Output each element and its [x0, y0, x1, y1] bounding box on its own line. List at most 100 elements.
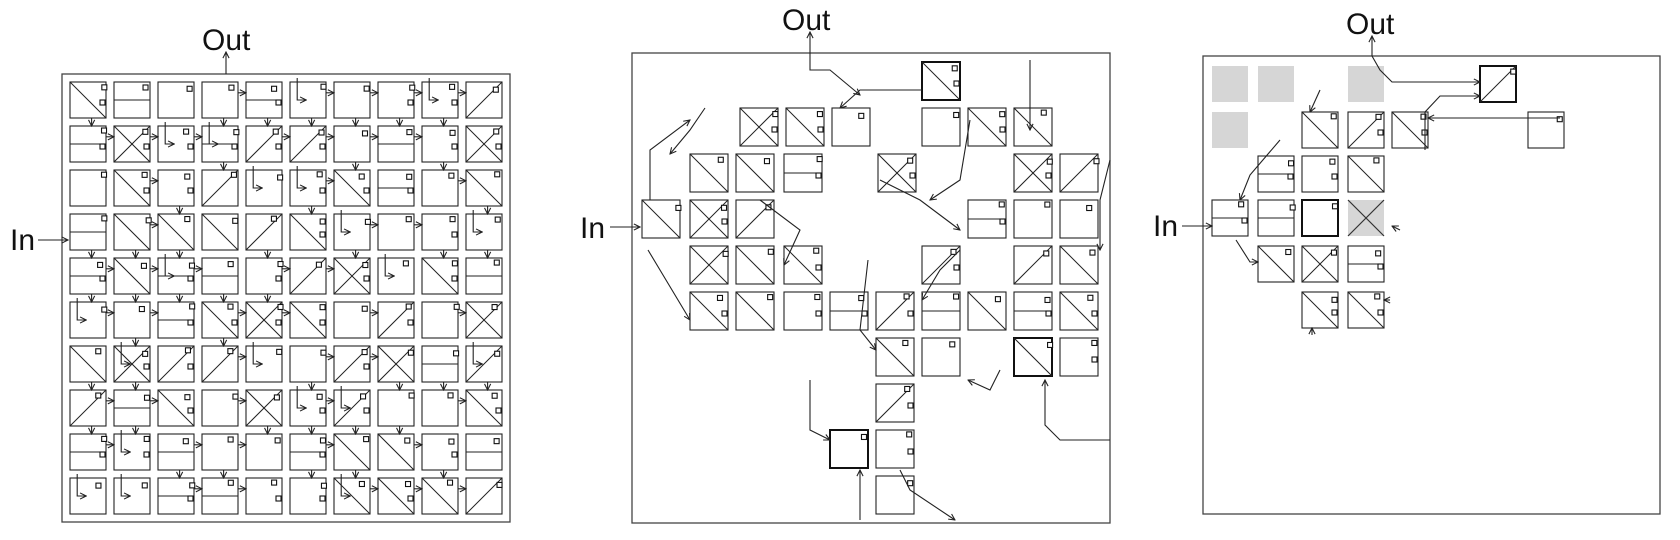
- switch-cell: [465, 389, 503, 427]
- switch-cell: [465, 169, 503, 207]
- switch-cell: [201, 257, 239, 295]
- port: [449, 83, 456, 90]
- switch-cell: [113, 389, 151, 427]
- switch-cell: [1527, 111, 1565, 149]
- port: [1420, 113, 1427, 120]
- switch-cell: [113, 169, 151, 207]
- port: [320, 349, 327, 356]
- port: [363, 407, 370, 414]
- switch-cell: [113, 125, 151, 163]
- switch-cell: [377, 213, 415, 251]
- port: [816, 111, 823, 118]
- switch-cell: [157, 301, 196, 339]
- cell-box: [245, 169, 283, 207]
- wire: [1371, 55, 1480, 82]
- panel-frame: [61, 73, 511, 523]
- port: [101, 306, 108, 313]
- switch-cell: [377, 169, 415, 207]
- port: [101, 215, 108, 222]
- port: [494, 216, 501, 223]
- switch-cell: [921, 107, 961, 147]
- cross-connection: [69, 81, 107, 119]
- switch-cell: [333, 301, 371, 339]
- port: [143, 363, 150, 370]
- cross-connection: [689, 291, 729, 331]
- port: [1331, 173, 1338, 180]
- port: [1287, 160, 1295, 167]
- port: [99, 99, 106, 106]
- switch-cell: [69, 213, 108, 251]
- switch-cell: [1301, 291, 1339, 329]
- port: [186, 85, 193, 92]
- wire: [1424, 96, 1480, 150]
- input-label: In: [10, 224, 35, 257]
- switch-cell: [289, 301, 327, 339]
- ghost-layer: [1212, 66, 1385, 237]
- input-label: In: [580, 212, 605, 245]
- port: [903, 293, 910, 300]
- port: [227, 261, 234, 268]
- wire: [120, 342, 130, 364]
- port: [362, 261, 369, 269]
- cell-box: [377, 213, 415, 251]
- switch-cell: [157, 389, 195, 427]
- port: [496, 481, 503, 488]
- cross-connection: [465, 389, 503, 427]
- port: [1377, 309, 1384, 316]
- port: [493, 259, 500, 266]
- switch-cell: [689, 291, 729, 331]
- port: [1331, 309, 1338, 316]
- port: [858, 112, 865, 119]
- port: [1091, 310, 1098, 317]
- switch-cell: [245, 301, 284, 339]
- wire: [340, 474, 350, 496]
- cell-box: [289, 81, 327, 119]
- cross-connection: [69, 345, 107, 383]
- switch-cell: [641, 199, 682, 239]
- switch-cell: [201, 125, 240, 163]
- switch-cell: [421, 345, 460, 383]
- switch-cell: [69, 125, 108, 163]
- switch-cell: [69, 389, 107, 427]
- port: [319, 437, 327, 444]
- port: [861, 310, 868, 317]
- wire: [647, 249, 690, 320]
- cross-connection: [875, 337, 915, 377]
- port: [763, 158, 771, 165]
- port: [227, 303, 234, 310]
- port: [187, 495, 194, 502]
- switch-cell: [69, 345, 107, 383]
- output-label: Out: [782, 4, 831, 37]
- switch-cell: [333, 345, 371, 383]
- wire: [899, 469, 955, 520]
- cell-box: [1059, 199, 1099, 239]
- switch-cell: [967, 199, 1007, 239]
- wire: [809, 53, 860, 95]
- port: [318, 129, 325, 136]
- cross-connection: [201, 301, 239, 339]
- cross-connection: [333, 477, 371, 515]
- port: [495, 143, 502, 150]
- switch-cell: [421, 477, 459, 515]
- port: [494, 350, 501, 357]
- port: [1043, 250, 1050, 257]
- cross-connection: [113, 213, 151, 251]
- port: [953, 80, 960, 87]
- switch-cell: [333, 257, 371, 295]
- switch-cell: [783, 291, 823, 331]
- port: [143, 143, 150, 150]
- switch-cell: [157, 477, 196, 515]
- wire: [649, 120, 690, 200]
- switch-cell: [875, 383, 915, 423]
- switch-cell: [289, 213, 327, 251]
- port: [904, 385, 911, 393]
- switch-cell: [69, 301, 108, 339]
- switch-cell: [465, 81, 503, 119]
- switch-cell: [69, 433, 108, 471]
- port: [1089, 249, 1096, 256]
- switch-cell: [421, 213, 459, 251]
- panel-full-grid: In Out: [10, 24, 511, 523]
- port: [319, 143, 326, 150]
- switch-cell: [333, 433, 371, 471]
- switch-cell: [421, 257, 459, 295]
